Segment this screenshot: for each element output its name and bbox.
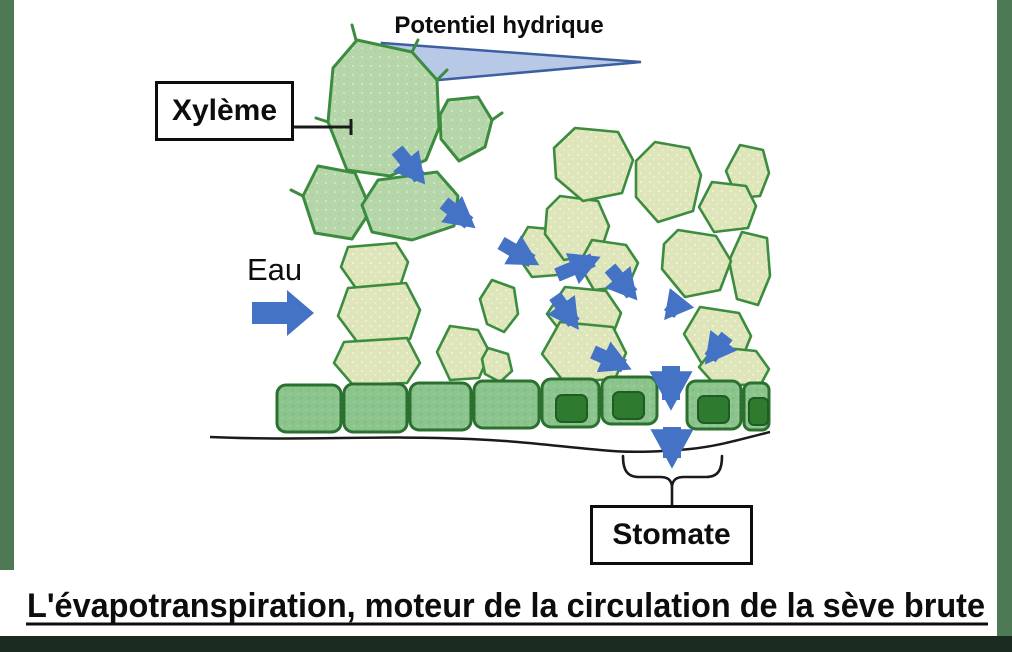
stomata-label-box: Stomate — [590, 505, 753, 565]
frame-left-bar — [0, 0, 14, 570]
cell — [342, 382, 409, 434]
cell — [727, 230, 772, 307]
stomata-brace — [621, 454, 724, 505]
guard-cell — [748, 397, 769, 426]
cell — [360, 170, 460, 242]
cell — [438, 95, 494, 163]
flow-arrow-icon — [604, 263, 638, 301]
epidermis-row — [275, 375, 771, 434]
xylem-pointer — [291, 119, 353, 135]
guard-cell — [612, 391, 645, 420]
cell — [480, 346, 514, 384]
cell — [435, 324, 492, 382]
cell — [660, 228, 733, 299]
cell — [540, 320, 628, 384]
frame-bottom-bar — [0, 636, 1012, 652]
water-potential-label: Potentiel hydrique — [394, 12, 604, 39]
water-in-arrow-icon — [252, 290, 314, 336]
cell — [336, 281, 422, 345]
stomata-label: Stomate — [612, 518, 731, 551]
flow-arrow-icon — [590, 341, 632, 373]
cell-wall-spikes — [289, 23, 504, 198]
guard-cell — [697, 395, 730, 424]
cell — [552, 126, 635, 203]
cell — [275, 383, 343, 434]
water-flow-arrows — [252, 145, 737, 469]
water-label: Eau — [247, 252, 303, 287]
cell — [408, 381, 473, 432]
flow-arrow-icon — [704, 330, 737, 365]
cell — [332, 336, 422, 387]
flow-arrow-icon — [547, 291, 580, 330]
cell — [472, 379, 541, 430]
xylem-label: Xylème — [171, 94, 278, 127]
guard-cell — [555, 394, 588, 423]
leaf-surface-line — [209, 430, 771, 454]
flow-arrow-icon — [663, 288, 695, 321]
cell — [697, 180, 758, 234]
cell — [301, 164, 373, 241]
cell — [634, 140, 703, 224]
cell — [478, 278, 520, 334]
guard-cells — [555, 391, 769, 426]
frame-right-bar — [997, 0, 1012, 636]
caption-title: L'évapotranspiration, moteur de la circu… — [27, 587, 985, 625]
flow-arrow-icon — [439, 195, 476, 229]
flow-arrow-icon — [554, 253, 601, 285]
flow-arrow-icon — [391, 145, 426, 185]
xylem-label-box: Xylème — [155, 81, 294, 141]
xylem-cells — [289, 23, 504, 242]
flow-arrow-icon — [497, 235, 540, 268]
